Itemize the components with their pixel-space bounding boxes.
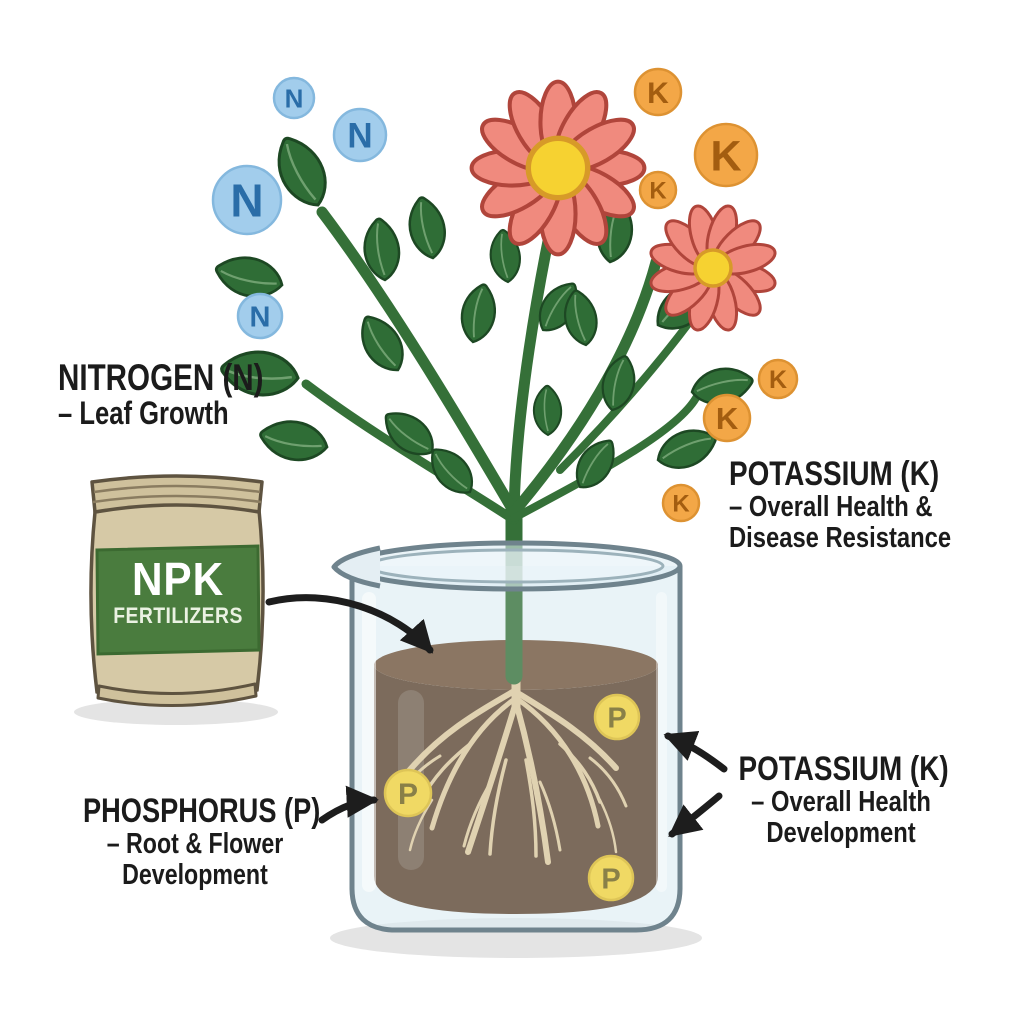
arrows bbox=[265, 594, 728, 838]
label-potassium-upper: POTASSIUM (K) – Overall Health & Disease… bbox=[729, 456, 951, 554]
potassium-upper-title: POTASSIUM (K) bbox=[729, 455, 940, 493]
phosphorus-title: PHOSPHORUS (P) bbox=[83, 792, 321, 830]
phosphorus-symbol: P bbox=[607, 702, 626, 734]
arrow-potassium-lower-to-beaker bbox=[668, 792, 723, 838]
glass-highlight-left bbox=[362, 592, 376, 892]
flower-center bbox=[693, 248, 733, 288]
nitrogen-bubble: N bbox=[236, 292, 284, 340]
nitrogen-symbol: N bbox=[285, 83, 304, 113]
bag-label: NPK FERTILIZERS bbox=[96, 556, 260, 630]
plant bbox=[214, 79, 777, 685]
potassium-symbol: K bbox=[649, 178, 667, 205]
potassium-upper-line3: Disease Resistance bbox=[729, 521, 952, 554]
potassium-symbol: K bbox=[672, 491, 690, 518]
potassium-upper-line2: – Overall Health & bbox=[729, 491, 933, 524]
nitrogen-symbol: N bbox=[347, 117, 372, 156]
potassium-lower-line2: – Overall Health bbox=[751, 786, 931, 819]
potassium-bubble: K bbox=[702, 393, 752, 443]
nitrogen-symbol: N bbox=[230, 175, 263, 227]
potassium-symbol: K bbox=[716, 401, 739, 436]
roots bbox=[392, 663, 628, 865]
nitrogen-bubbles: N N N N bbox=[211, 76, 388, 340]
phosphorus-bubble: P bbox=[593, 693, 641, 741]
label-phosphorus: PHOSPHORUS (P) – Root & Flower Developme… bbox=[83, 792, 321, 891]
potassium-bubble: K bbox=[661, 483, 701, 523]
glass-highlight-right bbox=[656, 592, 667, 892]
beaker-rim-inner bbox=[367, 548, 665, 584]
nitrogen-title: NITROGEN (N) bbox=[58, 357, 264, 398]
flower-center bbox=[525, 135, 591, 201]
potassium-bubbles: K K K K K K bbox=[633, 67, 799, 523]
arrow-bag-to-soil bbox=[265, 594, 434, 654]
flower-small bbox=[649, 204, 777, 332]
phosphorus-bubble: P bbox=[587, 854, 635, 902]
bag-shadow bbox=[74, 699, 278, 725]
fertilizer-bag bbox=[89, 474, 265, 708]
nitrogen-bubble: N bbox=[272, 76, 316, 120]
bag-crimp-bottom bbox=[96, 682, 258, 708]
soil-body bbox=[374, 665, 658, 914]
phosphorus-symbol: P bbox=[398, 778, 418, 811]
potassium-lower-title: POTASSIUM (K) bbox=[738, 750, 949, 788]
label-nitrogen: NITROGEN (N) – Leaf Growth bbox=[58, 358, 264, 431]
potassium-symbol: K bbox=[769, 366, 787, 394]
nitrogen-symbol: N bbox=[250, 301, 271, 333]
plant-leaves bbox=[214, 136, 754, 494]
nitrogen-bubble: N bbox=[332, 107, 388, 163]
phosphorus-line3: Development bbox=[122, 858, 268, 891]
phosphorus-bubbles: P P P bbox=[383, 693, 641, 902]
phosphorus-line2: – Root & Flower bbox=[106, 828, 284, 861]
beaker-spout bbox=[331, 545, 381, 589]
phosphorus-bubble: P bbox=[383, 768, 433, 818]
potassium-bubble: K bbox=[757, 358, 799, 400]
beaker-front bbox=[331, 540, 683, 933]
label-potassium-lower: POTASSIUM (K) – Overall Health Developme… bbox=[738, 750, 949, 849]
potassium-symbol: K bbox=[647, 77, 669, 110]
arrow-phosphorus-to-beaker bbox=[318, 785, 379, 824]
bag-subtitle: FERTILIZERS bbox=[113, 603, 243, 628]
potassium-lower-line3: Development bbox=[766, 816, 916, 849]
potassium-bubble: K bbox=[633, 67, 683, 117]
plant-stems bbox=[301, 192, 716, 685]
arrow-potassium-upper-to-beaker bbox=[663, 730, 728, 773]
nitrogen-bubble: N bbox=[211, 164, 283, 236]
flower-large bbox=[469, 79, 647, 257]
bag-crimp-top bbox=[90, 474, 264, 514]
bag-name: NPK bbox=[131, 553, 225, 605]
potassium-bubble: K bbox=[693, 122, 759, 188]
nitrogen-line2: – Leaf Growth bbox=[58, 395, 229, 432]
potassium-symbol: K bbox=[710, 132, 741, 180]
phosphorus-symbol: P bbox=[601, 863, 620, 895]
beaker-outline bbox=[349, 566, 683, 933]
bag-crimp-lines bbox=[92, 484, 262, 504]
potassium-bubble: K bbox=[638, 170, 678, 210]
bag-green-band bbox=[95, 544, 261, 656]
